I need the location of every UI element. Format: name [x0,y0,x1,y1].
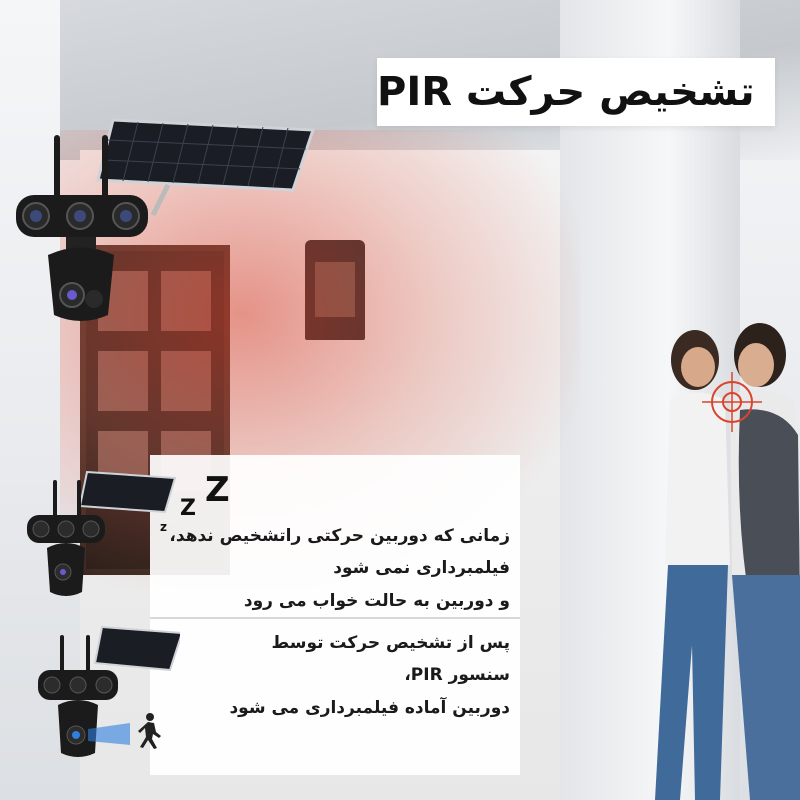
walking-person-icon [138,713,161,749]
solar-camera-main-icon [16,118,316,321]
security-camera-icon [16,135,148,321]
info-panel [150,455,520,775]
idle-message: زمانی که دوربین حرکتی راتشخیص ندهد، فیلم… [150,520,510,617]
page-title: تشخیص حرکت PIR [377,69,755,115]
active-camera-icon [38,625,180,757]
idle-message-line: و دوربین به حالت خواب می رود [243,590,510,611]
idle-message-line: زمانی که دوربین حرکتی راتشخیص ندهد، [169,526,510,546]
idle-message-line: فیلمبرداری نمی شود [333,558,510,579]
target-reticle-icon [702,372,762,432]
motion-message: پس از تشخیص حرکت توسط سنسور PIR، دوربین … [150,627,510,724]
title-banner [377,58,775,126]
motion-message-line: پس از تشخیص حرکت توسط [271,633,510,653]
panel-divider [150,617,520,619]
motion-message-line: دوربین آماده فیلمبرداری می شود [229,697,510,718]
solar-panel-icon [96,118,316,217]
motion-message-line: سنسور PIR، [404,665,510,686]
walking-people-image [655,323,800,800]
sleeping-camera-icon [27,470,177,596]
